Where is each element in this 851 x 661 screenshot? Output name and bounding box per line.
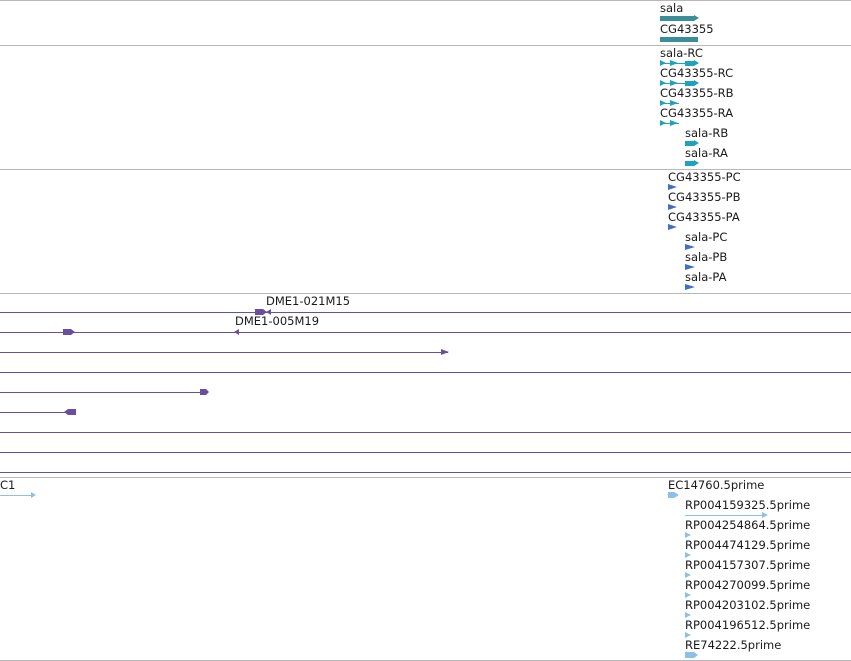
feature-label: RP004270099.5prime [685,578,811,592]
clone-line [0,352,448,353]
intron-line [660,103,679,104]
feature-label: CG43355-PA [668,210,740,224]
est-line [685,515,765,516]
track-separator [0,293,851,294]
feature-label: sala [660,1,684,15]
exon-arrow-icon [670,60,678,66]
gene-bar [660,16,694,21]
feature-label: EC14760.5prime [668,478,765,492]
est-arrow-icon [685,592,691,598]
exon-arrow-icon [660,120,666,126]
feature-label: CG43355-RA [660,106,734,120]
exon-block [685,81,694,86]
clone-line [0,412,70,413]
feature-label: CG43355-RC [660,66,734,80]
est-arrow-icon [694,652,698,658]
est-arrow-icon [685,612,691,618]
est-block [668,492,674,498]
clone-line [0,332,851,333]
clone-track [0,294,851,477]
protein-arrow-icon [685,284,695,290]
clone-end-block [200,389,206,395]
exon-arrow-icon [670,120,678,126]
clone-arrow-icon [71,329,75,335]
est-arrow-icon [685,572,691,578]
est-block [685,652,694,658]
feature-label: RP004157307.5prime [685,558,811,572]
est-arrow-icon [685,532,691,538]
est-arrow-icon [685,552,691,558]
exon-arrow-icon [670,100,678,106]
clone-line [0,392,204,393]
intron-line [660,83,698,84]
clone-line [0,472,851,473]
protein-arrow-icon [668,204,677,210]
track-separator [0,477,851,478]
exon-arrow-icon [694,60,699,66]
feature-label: RP004159325.5prime [685,498,811,512]
clone-end-block [68,409,76,415]
clone-arrow-icon [64,409,68,415]
exon-arrow-icon [670,80,678,86]
feature-label: sala-PB [685,250,728,264]
est-line [0,495,34,496]
clone-line [0,312,851,313]
feature-label: DME1-005M19 [235,314,320,328]
intron-line [660,63,698,64]
track-separator [0,169,851,170]
feature-label: RP004203102.5prime [685,598,811,612]
track-separator [0,45,851,46]
exon-arrow-icon [694,160,699,166]
exon-block [685,61,694,66]
feature-label: RP004254864.5prime [685,518,811,532]
exon-arrow-icon [694,140,699,146]
feature-label: sala-RB [685,126,729,140]
exon-arrow-icon [660,100,666,106]
protein-arrow-icon [668,224,677,230]
exon-arrow-icon [660,60,666,66]
clone-arrow-icon [234,329,239,335]
exon-arrow-icon [694,80,699,86]
feature-label: CG43355-PC [668,170,741,184]
clone-arrow-icon [263,309,267,315]
est-arrow-icon [762,512,768,518]
intron-line [660,123,679,124]
est-arrow-icon [674,492,679,498]
protein-arrow-icon [685,264,695,270]
strand-arrow-icon [694,15,699,21]
protein-arrow-icon [685,244,695,250]
feature-label: CG43355 [660,22,714,36]
clone-arrow-icon [441,349,449,355]
feature-label: RP004196512.5prime [685,618,811,632]
feature-label: sala-RA [685,146,728,160]
clone-line [0,432,851,433]
clone-end-block [63,329,71,335]
clone-end-block [255,309,263,315]
feature-label: CG43355-RB [660,86,734,100]
gene-bar [660,37,698,42]
feature-label: sala-RC [660,46,703,60]
est-arrow-icon [31,492,36,498]
exon-block [685,141,694,146]
feature-label: RE74222.5prime [685,638,782,652]
feature-label: CG43355-PB [668,190,741,204]
exon-arrow-icon [660,80,666,86]
est-arrow-icon [685,632,691,638]
exon-block [685,161,694,166]
feature-label: C1 [0,478,16,492]
feature-label: RP004474129.5prime [685,538,811,552]
clone-arrow-icon [266,309,271,315]
track-separator [0,0,851,1]
feature-label: sala-PA [685,270,727,284]
clone-line [0,372,851,373]
clone-arrow-icon [206,389,209,395]
clone-line [0,452,851,453]
protein-arrow-icon [668,184,677,190]
feature-label: DME1-021M15 [266,294,351,308]
gene-track: sala CG43355 [0,0,851,45]
feature-label: sala-PC [685,230,728,244]
